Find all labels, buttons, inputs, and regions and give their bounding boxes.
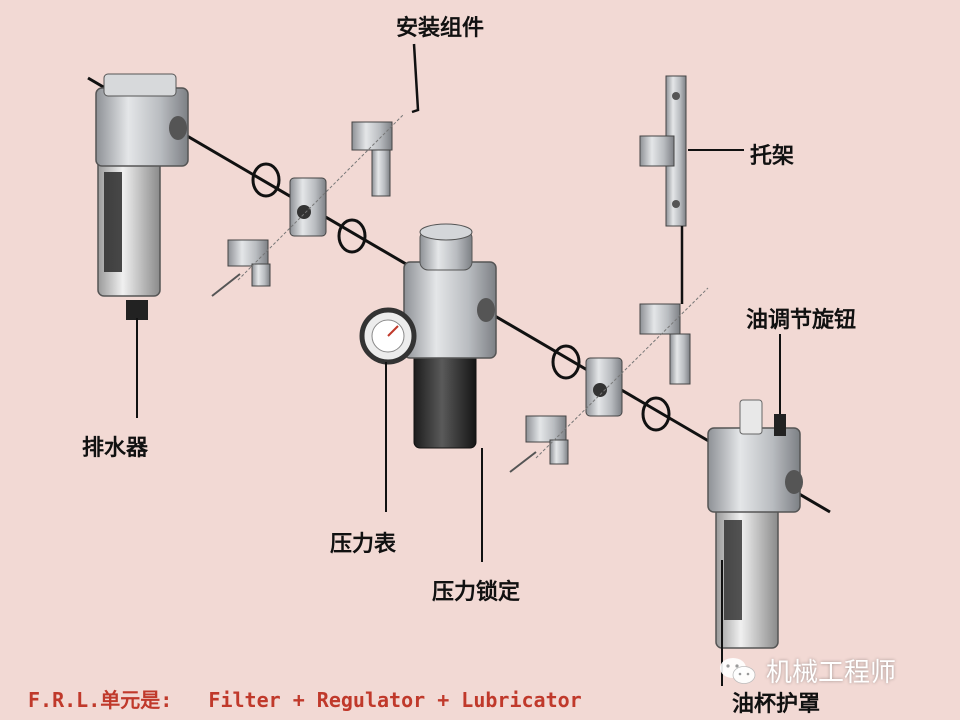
regulator-unit [359, 223, 497, 449]
bracket-label: 托架 [750, 143, 795, 169]
wechat-icon [720, 657, 756, 684]
frl-prefix: F.R.L.单元是: [28, 688, 173, 712]
filter-unit [95, 73, 189, 320]
pressure-lock-label: 压力锁定 [432, 579, 521, 605]
lubricator-unit [707, 399, 803, 649]
bracket-part [639, 75, 687, 304]
oil-cup-guard-label: 油杯护罩 [732, 691, 821, 717]
oil-knob-label: 油调节旋钮 [746, 307, 857, 333]
mounting-kit-leader-line [411, 43, 420, 114]
pressure-gauge-label: 压力表 [330, 531, 397, 557]
frl-formula: Filter + Regulator + Lubricator [208, 688, 582, 712]
left-connector-set [211, 113, 405, 297]
watermark: 机械工程师 [718, 652, 896, 689]
frl-definition-text: F.R.L.单元是: Filter + Regulator + Lubricat… [28, 684, 582, 713]
watermark-text: 机械工程师 [766, 658, 897, 688]
drain-label: 排水器 [82, 435, 149, 461]
mounting-kit-label: 安装组件 [396, 15, 485, 41]
right-connector-set [509, 287, 709, 473]
